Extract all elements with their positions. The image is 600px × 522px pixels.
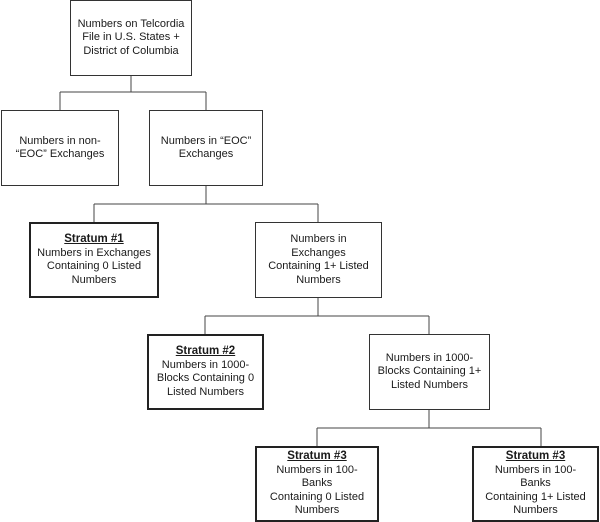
- stratum-3-listed-line-3: Numbers: [513, 504, 558, 517]
- stratum-3-zero-line-2: Containing 0 Listed: [269, 490, 365, 503]
- root-line-3: District of Columbia: [83, 44, 179, 57]
- root-box: Numbers on Telcordia File in U.S. States…: [70, 0, 192, 76]
- stratum-3-zero-line-1: Numbers in 100-Banks: [276, 463, 358, 490]
- root-line-2: File in U.S. States +: [82, 31, 180, 44]
- stratum-3-listed-title: Stratum #3: [505, 450, 566, 463]
- stratum-3-listed-line-2: Containing 1+ Listed: [485, 490, 586, 503]
- stratum-3-listed-box: Stratum #3 Numbers in 100-Banks Containi…: [472, 446, 599, 522]
- eoc-line-2: Exchanges: [178, 148, 234, 160]
- exchanges-listed-line-1: Numbers in Exchanges: [290, 233, 347, 259]
- root-line-1: Numbers on Telcordia: [77, 17, 185, 30]
- stratum-3-zero-title: Stratum #3: [287, 450, 347, 463]
- stratum-2-line-3: Listed Numbers: [166, 385, 245, 398]
- blocks-listed-line-1: Numbers in 1000-: [385, 351, 474, 364]
- stratum-1-title: Stratum #1: [64, 233, 124, 245]
- stratum-3-zero-box: Stratum #3 Numbers in 100-Banks Containi…: [255, 446, 379, 522]
- non-eoc-line-2: “EOC” Exchanges: [15, 148, 105, 160]
- stratum-2-line-2: Blocks Containing 0: [156, 372, 255, 384]
- stratum-1-line-2: Containing 0 Listed: [46, 260, 142, 272]
- exchanges-listed-line-2: Containing 1+ Listed: [268, 260, 369, 272]
- stratum-2-line-1: Numbers in 1000-: [161, 358, 250, 371]
- blocks-listed-line-3: Listed Numbers: [390, 378, 469, 391]
- blocks-listed-line-2: Blocks Containing 1+: [377, 365, 482, 378]
- stratum-1-box: Stratum #1 Numbers in Exchanges Containi…: [29, 222, 159, 298]
- stratum-3-zero-line-3: Numbers: [294, 504, 340, 517]
- blocks-listed-box: Numbers in 1000- Blocks Containing 1+ Li…: [369, 334, 490, 410]
- stratum-3-listed-line-1: Numbers in 100-Banks: [494, 463, 577, 490]
- eoc-line-1: Numbers in “EOC”: [160, 134, 252, 147]
- stratum-2-box: Stratum #2 Numbers in 1000- Blocks Conta…: [147, 334, 264, 410]
- stratum-1-line-1: Numbers in Exchanges: [37, 246, 151, 259]
- exchanges-listed-line-3: Numbers: [296, 273, 341, 286]
- stratum-2-title: Stratum #2: [175, 345, 236, 357]
- stratum-1-line-3: Numbers: [71, 273, 117, 286]
- non-eoc-line-1: Numbers in non-: [19, 134, 101, 147]
- eoc-box: Numbers in “EOC” Exchanges: [149, 110, 263, 186]
- non-eoc-box: Numbers in non- “EOC” Exchanges: [1, 110, 119, 186]
- exchanges-listed-box: Numbers in Exchanges Containing 1+ Liste…: [255, 222, 382, 298]
